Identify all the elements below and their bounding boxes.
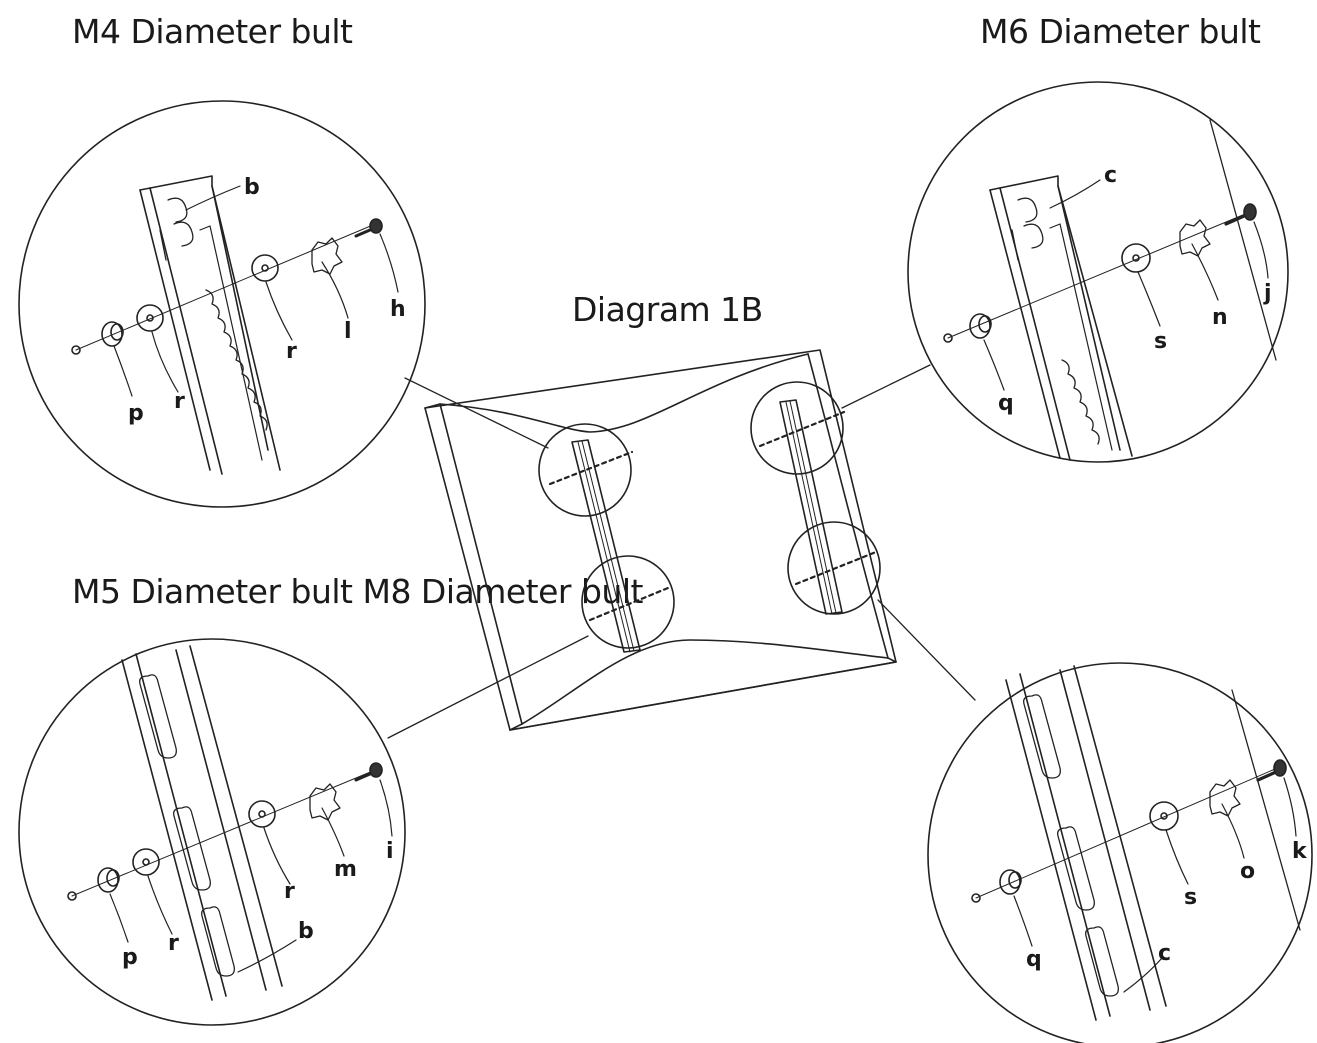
label-screw-k: k <box>1292 839 1308 864</box>
label-lock-washer-o: o <box>1240 859 1255 884</box>
label-screw-h: h <box>390 297 406 322</box>
label-rail-c: c <box>1104 163 1117 188</box>
detail-m6: c j n s q <box>907 81 1289 463</box>
title-diagram-1b: Diagram 1B <box>572 290 763 329</box>
detail-m5-m8: i m r r p b <box>18 638 406 1026</box>
title-m4: M4 Diameter bult <box>72 12 353 51</box>
label-washer-s: s <box>1154 329 1167 354</box>
title-m6: M6 Diameter bult <box>980 12 1261 51</box>
label-rail-b: b <box>244 175 260 200</box>
title-m5-m8: M5 Diameter bult M8 Diameter bult <box>72 572 643 611</box>
detail-m4: b h l r r p <box>18 100 426 508</box>
label-spacer-q: q <box>1026 947 1042 972</box>
detail-bottom-right: k o s q c <box>927 662 1313 1043</box>
label-washer-r-inner: r <box>168 931 179 956</box>
label-screw-i: i <box>386 839 394 864</box>
label-spacer-p: p <box>122 945 138 970</box>
label-washer-r-outer: r <box>284 879 295 904</box>
label-lock-washer-n: n <box>1212 305 1228 330</box>
tv-panel <box>424 349 897 731</box>
label-washer-r-inner: r <box>174 389 185 414</box>
connector-lines <box>387 364 976 739</box>
label-washer-r-outer: r <box>286 339 297 364</box>
label-screw-j: j <box>1263 281 1272 306</box>
label-lock-washer-l: l <box>344 319 352 344</box>
label-washer-s: s <box>1184 885 1197 910</box>
label-spacer-p: p <box>128 401 144 426</box>
label-lock-washer-m: m <box>334 857 357 882</box>
label-spacer-q: q <box>998 391 1014 416</box>
label-rail-b: b <box>298 919 314 944</box>
label-rail-c: c <box>1158 941 1171 966</box>
